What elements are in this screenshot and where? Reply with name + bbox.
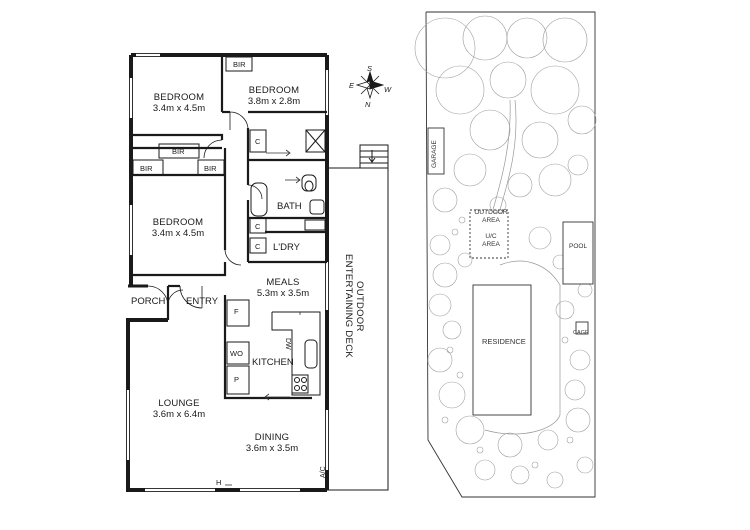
wall-oven-label: WO	[230, 349, 243, 358]
compass-e: E	[349, 81, 355, 90]
outdoor-deck-outline	[327, 144, 389, 491]
room-dimensions: 3.4m x 4.5m	[151, 228, 205, 239]
site-uc-line-2: AREA	[482, 241, 500, 248]
room-dimensions: 3.4m x 4.5m	[152, 103, 206, 114]
room-entry: ENTRY	[186, 296, 219, 307]
door-swings	[147, 111, 263, 309]
room-lounge: LOUNGE 3.6m x 6.4m	[153, 398, 205, 420]
room-porch: PORCH	[131, 296, 166, 307]
cupboard-label: C	[255, 137, 261, 146]
room-name: BEDROOM	[152, 217, 204, 228]
room-name: DINING	[254, 432, 290, 443]
site-trees	[414, 15, 597, 489]
site-outdoor-line-1: OUTDOOR	[474, 209, 508, 216]
pantry-label: P	[234, 375, 240, 384]
bir-label: BIR	[172, 147, 185, 156]
site-outdoor-line-2: AREA	[482, 217, 500, 224]
room-name: BEDROOM	[153, 92, 205, 103]
bir-label: BIR	[204, 164, 217, 173]
air-con-label: A/C	[320, 466, 327, 478]
deck-label-line-2: ENTERTAINING DECK	[343, 254, 354, 358]
site-cage-label: CAGE	[573, 330, 589, 336]
deck-label-line-1: OUTDOOR	[354, 280, 365, 332]
room-dimensions: 3.6m x 3.5m	[245, 443, 299, 454]
room-bedroom-3: BEDROOM 3.4m x 4.5m	[152, 217, 204, 239]
site-boundary	[425, 11, 596, 498]
room-name: BEDROOM	[248, 85, 300, 96]
site-garage-label: GARAGE	[431, 140, 438, 168]
site-uc-line-1: U/C	[485, 233, 497, 240]
room-meals: MEALS 5.3m x 3.5m	[257, 277, 309, 299]
house-walls	[126, 53, 329, 492]
kitchen-benches	[226, 299, 321, 396]
cupboard-label: C	[255, 242, 261, 251]
room-name: LOUNGE	[158, 398, 200, 409]
compass-s: S	[367, 64, 373, 73]
room-bedroom-2: BEDROOM 3.8m x 2.8m	[248, 85, 300, 107]
site-pool-label: POOL	[569, 243, 588, 250]
compass-n: N	[365, 100, 371, 109]
room-laundry: L'DRY	[273, 242, 300, 253]
room-dimensions: 3.6m x 6.4m	[152, 409, 206, 420]
site-residence-label: RESIDENCE	[482, 337, 526, 346]
flow-arrows	[225, 149, 301, 486]
site-structures	[427, 99, 594, 435]
built-in-robes	[132, 56, 326, 254]
room-bedroom-1: BEDROOM 3.4m x 4.5m	[153, 92, 205, 114]
room-name: MEALS	[266, 277, 300, 288]
room-bath: BATH	[277, 201, 302, 212]
fridge-label: F	[234, 307, 239, 316]
room-dimensions: 5.3m x 3.5m	[256, 288, 310, 299]
site-uc-area-label: U/C AREA	[474, 233, 508, 249]
outdoor-deck-label: OUTDOOR ENTERTAINING DECK	[343, 254, 365, 358]
room-dining: DINING 3.6m x 3.5m	[246, 432, 298, 454]
dishwasher-label: DW	[284, 338, 291, 350]
compass-w: W	[384, 85, 392, 94]
compass-icon	[355, 70, 385, 100]
bir-label: BIR	[233, 60, 246, 69]
heater-label: H	[216, 478, 222, 487]
bir-label: BIR	[140, 164, 153, 173]
room-dimensions: 3.8m x 2.8m	[247, 96, 301, 107]
site-outdoor-area-label: OUTDOOR AREA	[474, 209, 508, 225]
cupboard-label: C	[255, 222, 261, 231]
room-kitchen: KITCHEN	[252, 357, 294, 368]
